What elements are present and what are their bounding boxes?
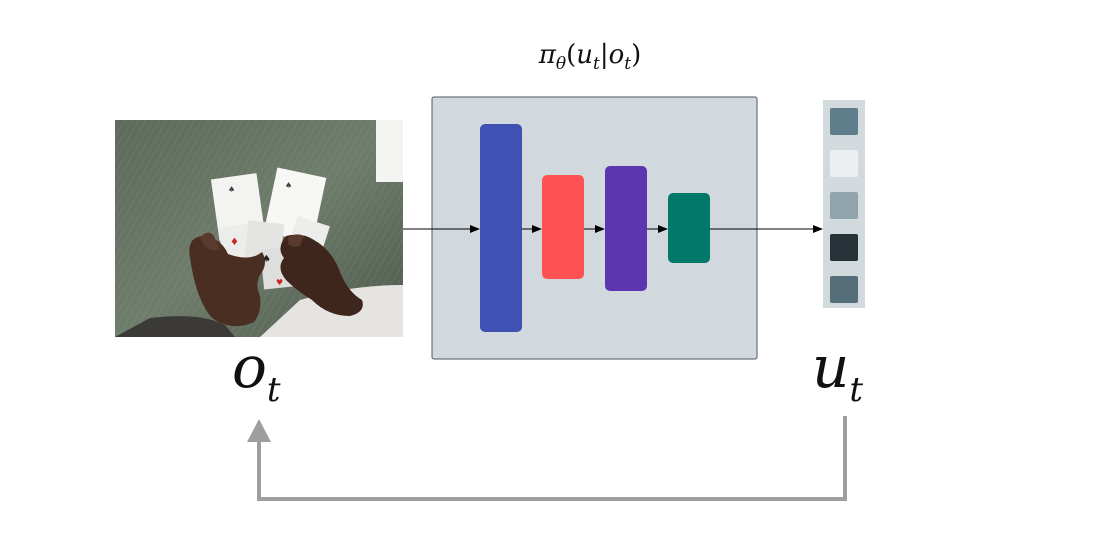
svg-text:♥: ♥ [276,278,283,287]
policy-title: πθ(ut|ot) [538,40,642,74]
svg-text:♦: ♦ [230,237,239,248]
svg-text:♠: ♠ [228,185,235,194]
network-layer-4 [668,193,710,263]
network-layer-1 [480,124,522,332]
observation-label: ot [232,333,281,410]
action-label: ut [812,333,864,410]
svg-text:♠: ♠ [285,181,292,190]
feedback-arrow [257,416,847,501]
action-cell-4 [830,234,858,261]
svg-text:♠: ♠ [262,254,271,265]
action-cell-5 [830,276,858,303]
action-cell-2 [830,150,858,177]
observation-image: ♠ ♠ ♦ ♠ ♥ [115,120,403,337]
action-cell-3 [830,192,858,219]
feedback-arrowhead-icon [247,419,271,442]
action-cell-1 [830,108,858,135]
network-layer-3 [605,166,647,291]
network-layer-2 [542,175,584,279]
hands-icon [189,232,363,327]
